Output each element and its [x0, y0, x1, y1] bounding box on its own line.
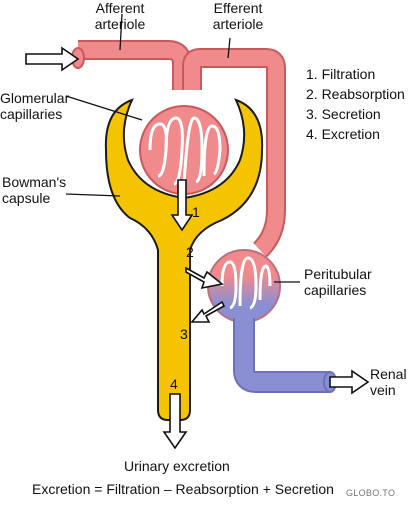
filtration-arrow [170, 179, 194, 232]
watermark: GLOBO.TO [346, 488, 396, 498]
equation-label: Excretion = Filtration – Reabsorption + … [32, 481, 334, 497]
legend-item: 4. Excretion [306, 126, 380, 142]
flow-arrows [25, 46, 370, 450]
legend-item: 3. Secretion [306, 106, 381, 122]
peritubular-loops [220, 256, 272, 310]
bowmans-capsule [104, 98, 264, 421]
excretion-arrow [162, 393, 188, 450]
renal-vein [233, 318, 330, 393]
arrow-number-3: 3 [180, 326, 188, 342]
urinary-excretion-label: Urinary excretion [124, 458, 230, 474]
glomerular-loops [148, 116, 222, 186]
reabsorption-arrow [185, 266, 224, 290]
legend: 1. Filtration 2. Reabsorption 3. Secreti… [306, 64, 405, 144]
arrow-number-1: 1 [192, 204, 200, 220]
leader-lines [65, 13, 300, 283]
arrow-number-4: 4 [170, 376, 178, 392]
inflow-arrow [25, 46, 80, 72]
legend-item: 2. Reabsorption [306, 86, 405, 102]
secretion-arrow [190, 300, 226, 323]
arrow-number-2: 2 [186, 244, 194, 260]
outflow-arrow [329, 369, 370, 395]
legend-item: 1. Filtration [306, 66, 376, 82]
